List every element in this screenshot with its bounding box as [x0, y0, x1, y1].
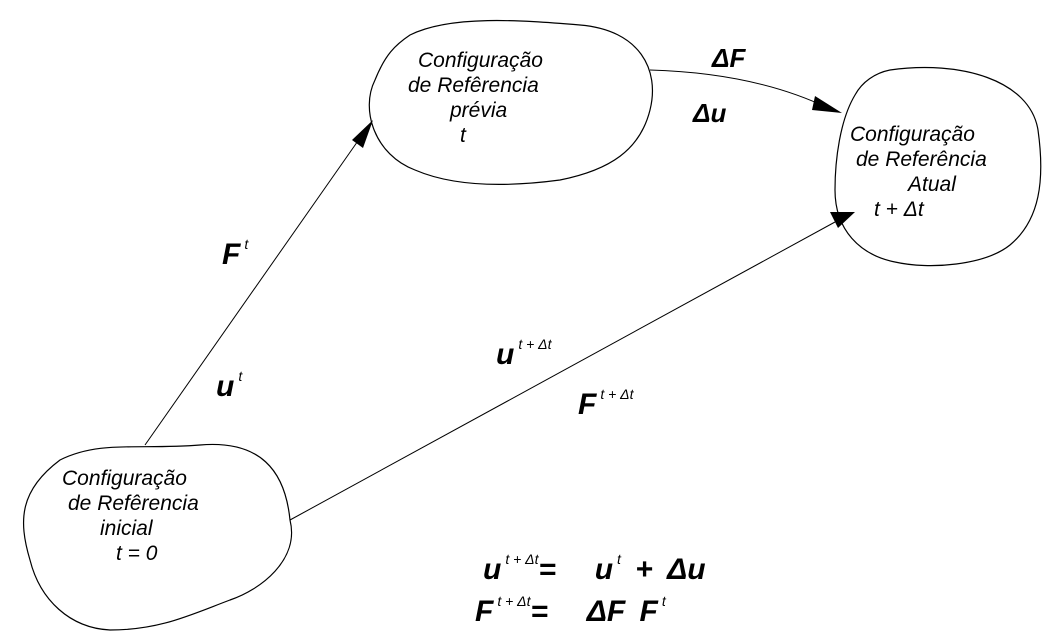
eq2-equals: = [530, 595, 548, 628]
arrow-previous-to-current [649, 69, 829, 109]
eq2-lhs: F [475, 595, 494, 628]
arrowhead-initial-to-current [830, 212, 855, 228]
label-u-t-symbol: u [216, 370, 235, 403]
blob-initial-label: Configuração de Refêrencia inicial t = 0 [58, 466, 258, 566]
eq2-term2-sup: t [661, 593, 666, 609]
eq2-lhs-sup: t + Δt [497, 593, 531, 609]
blob-initial-line3: inicial [100, 517, 153, 540]
eq1-lhs-sup: t + Δt [505, 551, 539, 567]
label-F-t-dt-symbol: F [578, 388, 597, 421]
blob-initial-line2: de Refêrencia [68, 492, 199, 515]
label-F-t-symbol: F [222, 238, 241, 271]
arrow-initial-to-current [289, 221, 836, 521]
blob-previous-label: Configuração de Refêrencia prévia t [404, 48, 624, 148]
blob-current-line3: Atual [908, 173, 956, 196]
arrowhead-initial-to-previous [352, 120, 373, 148]
arrowhead-previous-to-current [812, 96, 842, 113]
label-u-t-sup: t [238, 368, 243, 384]
label-u-t-dt-sup: t + Δt [518, 336, 552, 352]
eq1-lhs: u [483, 553, 502, 586]
label-delta-F: ΔF [712, 43, 746, 73]
label-F-t-sup: t [244, 236, 249, 252]
blob-current-line4: t + Δt [874, 198, 924, 221]
blob-previous [368, 19, 654, 185]
blob-initial-line1: Configuração [62, 467, 187, 490]
blob-current-line1: Configuração [850, 123, 975, 146]
arrow-initial-to-previous [144, 137, 361, 446]
blob-initial-line4: t = 0 [116, 542, 158, 565]
eq1-term2: Δu [667, 553, 706, 586]
blob-current [834, 66, 1042, 267]
eq1-equals: = [538, 553, 556, 586]
label-F-t-dt-sup: t + Δt [600, 386, 634, 402]
blob-current-label: Configuração de Referência Atual t + Δt [846, 122, 1036, 222]
eq1-term1-sup: t [617, 551, 621, 567]
blob-current-line2: de Referência [856, 148, 987, 171]
eq2-term1: ΔF [586, 595, 626, 628]
label-delta-u: Δu [693, 98, 727, 128]
blob-initial [22, 443, 293, 631]
blob-previous-line4: t [460, 124, 466, 147]
eq1-plus: + [635, 553, 653, 586]
label-u-t-dt-symbol: u [496, 338, 515, 371]
blob-previous-line2: de Refêrencia [408, 74, 539, 97]
blob-previous-line1: Configuração [418, 49, 543, 72]
eq1-term1: u [594, 553, 614, 586]
eq2-term2: F [639, 595, 658, 628]
blob-previous-line3: prévia [450, 99, 508, 122]
